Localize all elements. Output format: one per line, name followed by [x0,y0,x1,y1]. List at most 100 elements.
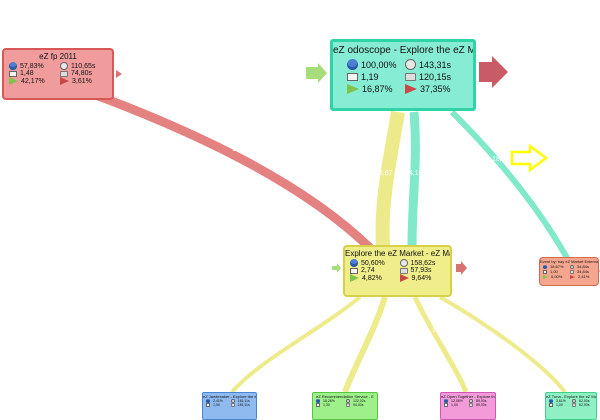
edge-mid-to-b1[interactable] [230,295,362,394]
incoming-value: 16,87% [362,84,393,94]
node-title: eZ Tuna - Explore the eZ Market [546,394,596,399]
pages-value: 1,48 [20,70,34,77]
time-value: 143,31s [419,59,452,70]
avg-time-value: 57,93s [410,267,432,274]
pages-value: 1,00 [451,403,458,407]
clock-icon [346,399,350,403]
clock-icon [60,62,68,70]
pages-icon [9,70,17,77]
pages-icon [316,403,320,407]
incoming-arrow-icon [9,77,18,85]
visitors-icon [206,399,210,403]
edge-label-main-to-mid-a: 16,87 [375,170,393,177]
avg-time-value: 94,00s [353,403,364,407]
node-title: Event by: bay eZ Market External [540,259,598,264]
outgoing-value: 3,61% [72,77,92,85]
avg-time-value: 120,15s [419,72,452,82]
node-ez-recommendation-service[interactable]: eZ Recommendation Service - E 18,26% 122… [312,392,378,420]
clock-icon [572,399,576,403]
node-ez-odoscope[interactable]: eZ odoscope - Explore the eZ M 100,00% 1… [330,39,476,111]
main-outgoing-arrow [479,56,508,88]
node-title: eZ fp 2011 [39,52,77,61]
incoming-value: 42,17% [21,77,45,85]
edge-main-to-ext[interactable] [449,109,570,260]
edge-main-to-mid-b[interactable] [407,111,420,247]
pages-value: 1,30 [323,403,330,407]
visitors-value: 18,67% [550,264,564,269]
incoming-value: 0,00% [551,274,563,279]
pages-icon [549,403,553,407]
edge-label-mid-to-b1: 2,41 [316,346,330,353]
book-icon [60,70,68,77]
pages-value: 2,74 [361,267,375,274]
pages-icon [350,267,358,274]
mid-outgoing-arrow [456,261,467,275]
clock-icon [469,399,473,403]
node-ez-fp-2011[interactable]: eZ fp 2011 57,83% 110,65s 1,48 74,80s 42… [2,48,114,100]
clock-icon [230,399,235,403]
book-icon [469,403,473,407]
edge-label-main-to-ext: 18,67 [492,156,510,163]
incoming-arrow-icon [543,274,548,279]
visitors-value: 18,26% [323,399,335,403]
edge-label-mid-to-b4: 7,23 [486,320,500,327]
time-value: 158,62s [410,259,436,267]
edge-label-mid-to-b2: 18,26 [375,338,393,345]
node-title: eZ Jawbreaker - Explore the eZ [203,394,256,399]
outgoing-value: 9,64% [411,274,432,282]
visitors-icon [350,259,358,267]
time-value: 62,00s [579,399,590,403]
node-title: Explore the eZ Market - eZ Mark [345,249,450,258]
edge-mid-to-b4[interactable] [439,295,567,394]
edge-mid-to-b3[interactable] [412,295,469,393]
book-icon [405,73,416,81]
clock-icon [399,259,408,267]
pages-value: 1,00 [556,403,563,407]
highlight-arrow [510,143,549,173]
clock-icon [570,264,574,269]
avg-time-value: 145,11s [237,403,250,407]
visitors-value: 57,83% [20,62,44,70]
pages-icon [444,403,448,407]
node-ez-tuna[interactable]: eZ Tuna - Explore the eZ Market 3,61% 62… [545,392,597,420]
visitors-icon [543,264,547,269]
visitors-value: 3,61% [556,399,566,403]
edge-label-fp-to-mid: 14,46 [232,146,250,153]
edge-fp-to-mid[interactable] [83,87,375,253]
avg-time-value: 34,84s [577,269,590,274]
node-external-event[interactable]: Event by: bay eZ Market External 18,67% … [539,257,599,286]
pages-icon [347,73,358,81]
visitors-value: 12,05% [451,399,463,403]
time-value: 34,84s [577,264,590,269]
book-icon [399,267,408,274]
visitors-icon [316,399,320,403]
incoming-arrow-icon [347,84,359,94]
edge-main-to-mid-a[interactable] [375,110,405,247]
outgoing-value: 37,35% [420,84,451,94]
visitors-icon [549,399,553,403]
book-icon [570,269,574,274]
node-explore-ez-market[interactable]: Explore the eZ Market - eZ Mark 50,60% 1… [343,245,452,297]
visitors-icon [347,59,358,70]
book-icon [346,403,350,407]
visitors-value: 100,00% [361,59,397,70]
visitors-value: 2,41% [213,399,223,403]
edge-mid-to-b2[interactable] [342,296,388,394]
incoming-value: 4,82% [362,274,382,282]
time-value: 89,00s [476,399,487,403]
time-value: 145,11s [237,399,250,403]
outgoing-arrow-icon [405,84,417,94]
time-value: 122,02s [353,399,366,403]
node-ez-open-together[interactable]: eZ Open Together - Explore the 12,05% 89… [440,392,496,420]
pages-icon [206,403,210,407]
outgoing-arrow-icon [60,77,69,85]
pages-value: 1,00 [213,403,220,407]
clock-icon [405,59,416,70]
avg-time-value: 62,00s [579,403,590,407]
avg-time-value: 89,00s [476,403,487,407]
main-incoming-arrow [306,63,327,83]
outgoing-value: 2,41% [578,274,590,279]
node-ez-jawbreaker[interactable]: eZ Jawbreaker - Explore the eZ 2,41% 145… [202,392,257,420]
